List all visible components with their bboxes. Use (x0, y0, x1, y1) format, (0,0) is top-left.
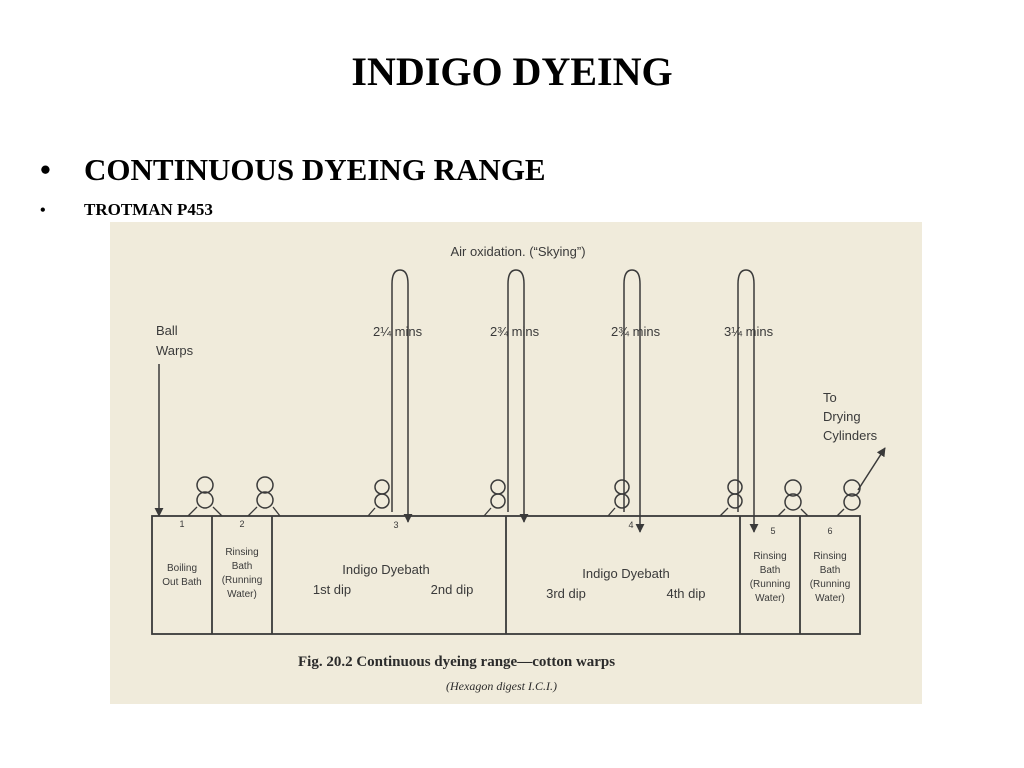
bath-1-line-2: Out Bath (162, 577, 201, 588)
dyeing-range-diagram: Air oxidation. (“Skying”) Ball Warps To … (151, 244, 886, 693)
ball-warps-label-1: Ball (156, 323, 178, 338)
bath-number-3: 3 (393, 520, 398, 530)
to-drying-label-3: Cylinders (823, 428, 878, 443)
slide-title: INDIGO DYEING (351, 49, 673, 94)
bath-5-line-3: (Running (750, 579, 791, 590)
bath-6-line-2: Bath (820, 565, 841, 576)
bath-4-dip-2: 4th dip (666, 586, 705, 601)
bath-3-dip-1: 1st dip (313, 582, 351, 597)
bath-6: 6 Rinsing Bath (Running Water) (810, 526, 851, 604)
bath-1: 1 Boiling Out Bath (162, 519, 201, 588)
bullet-item-2: • TROTMAN P453 (40, 200, 213, 220)
loop-time-2: 2¾ mins (490, 324, 540, 339)
figure-caption: Fig. 20.2 Continuous dyeing range—cotton… (298, 654, 615, 670)
to-drying-label-1: To (823, 390, 837, 405)
bath-2-line-2: Bath (232, 561, 253, 572)
bath-5-line-2: Bath (760, 565, 781, 576)
figure-source: (Hexagon digest I.C.I.) (446, 679, 557, 693)
bath-3-dip-2: 2nd dip (431, 582, 474, 597)
to-drying-arrow (857, 447, 886, 491)
bath-1-line-1: Boiling (167, 563, 197, 574)
bath-number-2: 2 (239, 519, 244, 529)
bullet-item-1: • CONTINUOUS DYEING RANGE (40, 152, 546, 188)
loop-time-1: 2¼ mins (373, 324, 423, 339)
bullet-dot: • (40, 152, 51, 187)
skying-loop-2: 2¾ mins (490, 269, 540, 523)
dyeing-range-figure: Air oxidation. (“Skying”) Ball Warps To … (110, 222, 922, 704)
bath-number-1: 1 (179, 519, 184, 529)
bullet-text-1: CONTINUOUS DYEING RANGE (84, 152, 546, 187)
bath-3: 3 Indigo Dyebath 1st dip 2nd dip (313, 520, 473, 597)
loop-time-4: 3¼ mins (724, 324, 774, 339)
bath-3-line-1: Indigo Dyebath (342, 562, 429, 577)
bath-6-line-3: (Running (810, 579, 851, 590)
bath-6-line-4: Water) (815, 593, 845, 604)
bath-4-dip-1: 3rd dip (546, 586, 586, 601)
bath-4-line-1: Indigo Dyebath (582, 566, 669, 581)
ball-warps-label-2: Warps (156, 343, 194, 358)
bath-number-5: 5 (770, 526, 775, 536)
bullet-text-2: TROTMAN P453 (84, 200, 213, 219)
bath-5: 5 Rinsing Bath (Running Water) (750, 526, 791, 604)
air-oxidation-label: Air oxidation. (“Skying”) (450, 244, 585, 259)
bath-2-line-1: Rinsing (225, 547, 258, 558)
bath-2-line-3: (Running (222, 575, 263, 586)
bath-2: 2 Rinsing Bath (Running Water) (222, 519, 263, 600)
to-drying-label-2: Drying (823, 409, 861, 424)
bath-dividers (211, 516, 801, 634)
skying-loop-1: 2¼ mins (373, 269, 423, 523)
guide-rollers (196, 476, 861, 511)
bath-number-4: 4 (628, 520, 633, 530)
bath-number-6: 6 (827, 526, 832, 536)
roller-feed-lines (187, 506, 845, 517)
bath-4: 4 Indigo Dyebath 3rd dip 4th dip (546, 520, 705, 601)
bath-6-line-1: Rinsing (813, 551, 846, 562)
bath-5-line-4: Water) (755, 593, 785, 604)
bath-2-line-4: Water) (227, 589, 257, 600)
skying-loop-4: 3¼ mins (724, 269, 774, 533)
skying-loop-3: 2¾ mins (611, 269, 661, 533)
bath-5-line-1: Rinsing (753, 551, 786, 562)
bullet-dot: • (40, 202, 46, 219)
loop-time-3: 2¾ mins (611, 324, 661, 339)
